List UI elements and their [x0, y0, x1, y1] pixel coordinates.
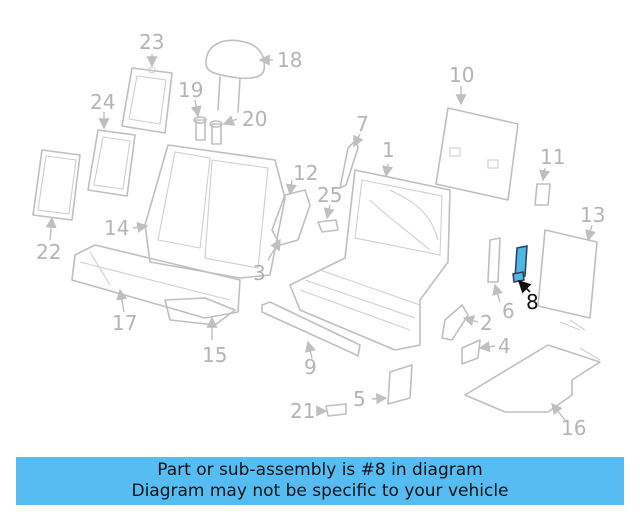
- part-15-bolster: [164, 297, 236, 326]
- part-19-guide: [193, 116, 207, 141]
- callout-12: 12: [293, 161, 318, 185]
- callout-20: 20: [242, 107, 267, 131]
- callout-1: 1: [382, 138, 395, 162]
- callout-23: 23: [139, 30, 164, 54]
- callout-24: 24: [90, 90, 115, 114]
- part-24-back-panel: [87, 129, 136, 197]
- callout-4: 4: [498, 334, 511, 358]
- part-5-plate: [387, 364, 413, 405]
- part-13-panel: [537, 229, 598, 331]
- callout-7: 7: [356, 112, 369, 136]
- part-17-cushion: [71, 244, 241, 319]
- callout-6: 6: [502, 299, 515, 323]
- callout-5: 5: [353, 387, 366, 411]
- callout-18: 18: [277, 48, 302, 72]
- part-21-clip: [325, 403, 347, 417]
- part-20-guide: [209, 120, 223, 145]
- part-22-cover: [32, 149, 81, 221]
- parts-diagram: 1 2 3 4 5 6 7 8 9 10 11 12 13 14 15 16 1…: [32, 30, 605, 440]
- part-14-seat-back: [144, 144, 286, 279]
- callout-9: 9: [304, 355, 317, 379]
- callout-3: 3: [253, 261, 266, 285]
- callout-22: 22: [36, 240, 61, 264]
- part-1-seat-frame: [289, 169, 451, 351]
- part-6-bracket: [487, 237, 501, 283]
- callout-13: 13: [580, 203, 605, 227]
- info-banner: Part or sub-assembly is #8 in diagram Di…: [16, 457, 624, 505]
- callout-15: 15: [202, 343, 227, 367]
- part-9-rail: [261, 301, 361, 357]
- part-25-clip: [317, 219, 339, 233]
- callout-8[interactable]: 8: [526, 290, 539, 314]
- callout-19: 19: [178, 78, 203, 102]
- part-12-bracket: [271, 189, 311, 246]
- part-7-trim: [339, 139, 359, 189]
- callout-10: 10: [449, 63, 474, 87]
- banner-line-2: Diagram may not be specific to your vehi…: [131, 481, 509, 501]
- part-10-back-panel: [435, 107, 519, 201]
- part-8-highlighted[interactable]: [512, 245, 528, 283]
- part-4-cover: [461, 339, 481, 365]
- callout-25: 25: [317, 183, 342, 207]
- leader-lines: [45, 54, 596, 421]
- part-2-hinge: [441, 304, 469, 341]
- part-18-headrest: [205, 39, 266, 113]
- callout-2: 2: [480, 311, 493, 335]
- callout-14: 14: [104, 216, 129, 240]
- part-11-latch: [534, 183, 551, 206]
- callout-16: 16: [561, 416, 586, 440]
- callout-11: 11: [540, 145, 565, 169]
- callout-21: 21: [290, 399, 315, 423]
- callout-17: 17: [112, 311, 137, 335]
- part-16-mat: [464, 344, 601, 413]
- part-23-headrest-panel: [121, 66, 173, 134]
- banner-line-1: Part or sub-assembly is #8 in diagram: [157, 460, 483, 480]
